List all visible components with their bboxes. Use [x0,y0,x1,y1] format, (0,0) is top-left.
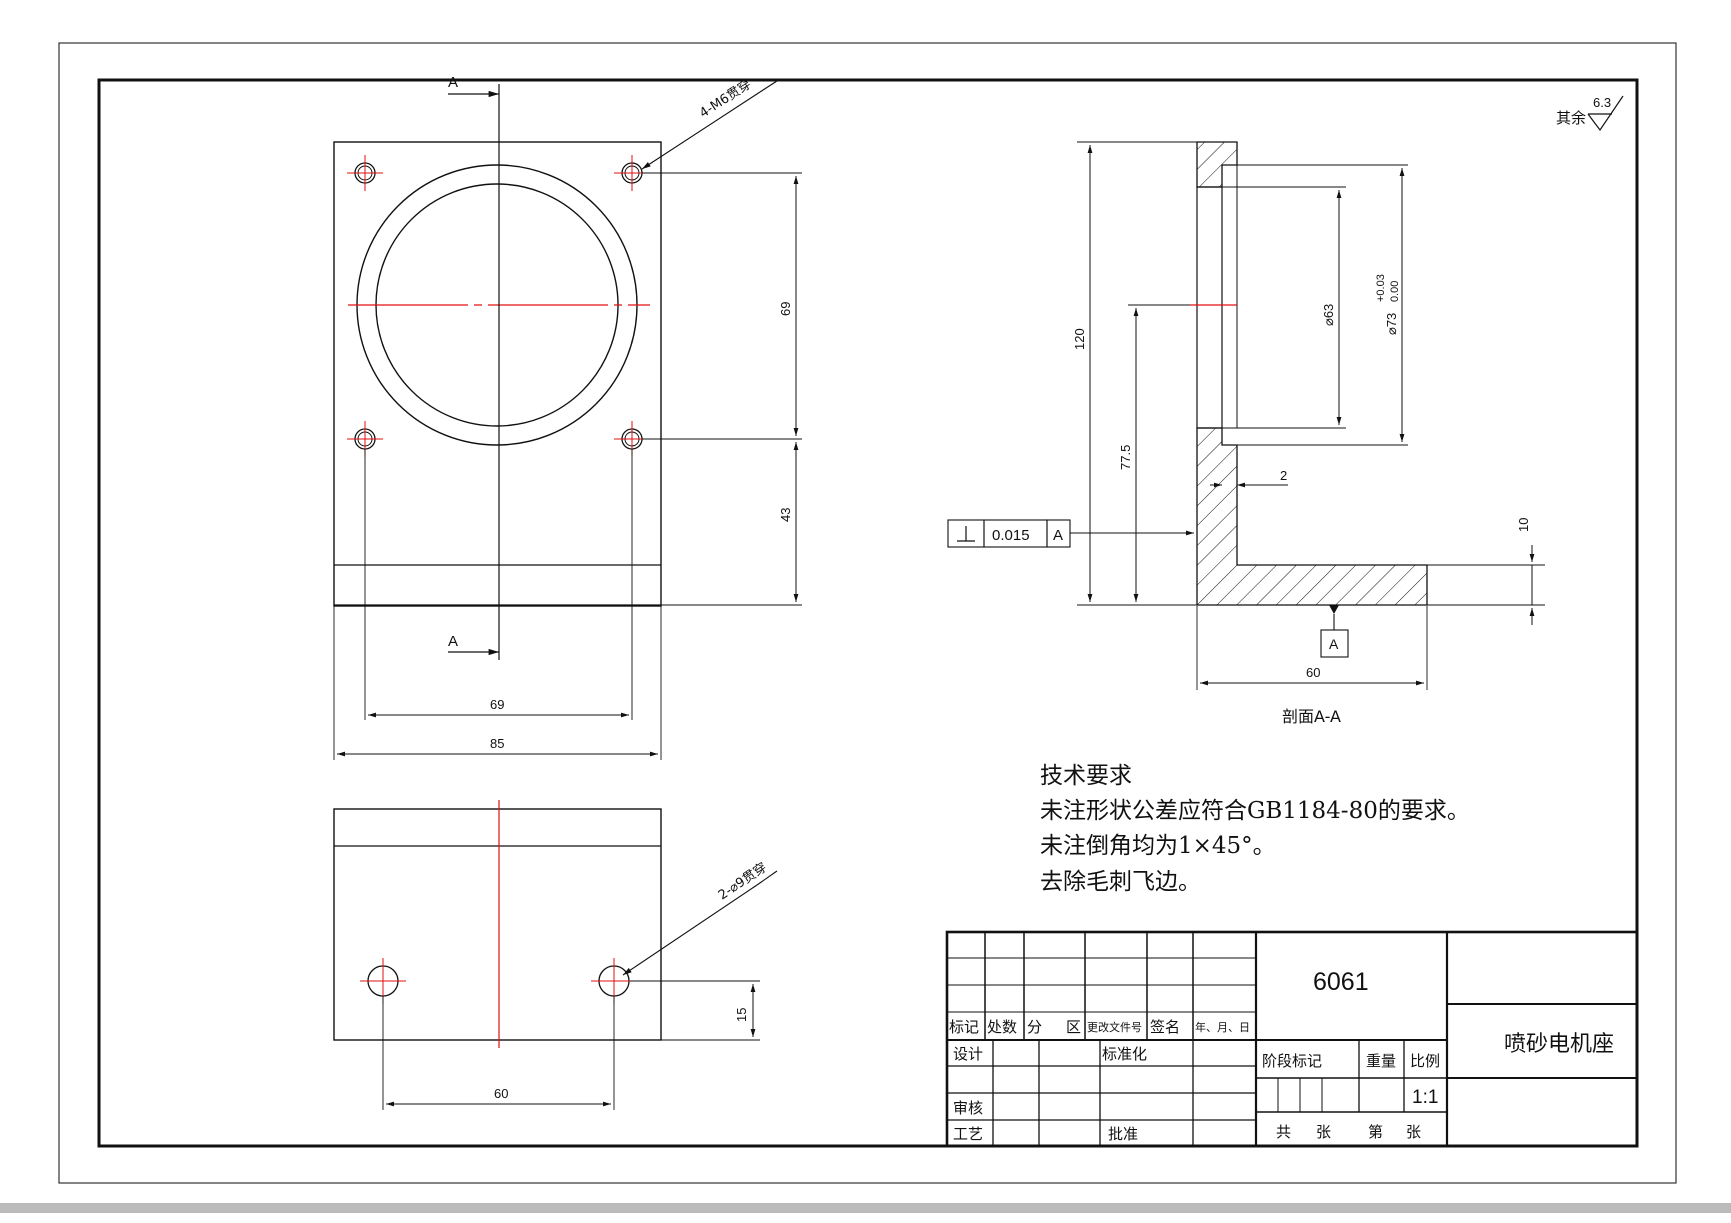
label-scale: 比例 [1410,1052,1440,1070]
tech-requirements: 技术要求 未注形状公差应符合GB1184-80的要求。 未注倒角均为1×45°。… [1040,763,1470,895]
hdr-zone-a: 分 [1027,1018,1042,1036]
label-sheets-2: 张 [1406,1123,1421,1141]
dim-center-height: 77.5 [1118,445,1133,470]
hdr-date: 年、月、日 [1195,1020,1250,1034]
hdr-mark: 标记 [949,1018,979,1036]
dim-outer-dia: ⌀73 [1384,313,1399,335]
roughness-symbol-icon [1587,95,1624,132]
surface-note-label: 其余 [1556,109,1586,127]
label-sheets: 张 [1316,1123,1331,1141]
tolerance-value: 0.015 [992,527,1030,544]
dim-wall: 2 [1280,468,1287,483]
label-standard: 标准化 [1102,1045,1147,1063]
dim-lower-v: 43 [778,508,793,522]
tech-line-1: 未注形状公差应符合GB1184-80的要求。 [1040,798,1470,824]
surface-roughness-note: 其余 6.3 [1556,95,1624,132]
bottom-body-outline [333,808,662,1041]
front-body-outline [333,141,662,607]
surface-roughness-value: 6.3 [1593,95,1611,110]
datum-box [1320,629,1349,658]
dim-hole-spacing-v: 69 [778,302,793,316]
dim-width: 85 [490,736,504,751]
hdr-doc: 更改文件号 [1087,1020,1142,1034]
hdr-zone-b: 区 [1066,1018,1081,1036]
scale-value: 1:1 [1412,1087,1438,1108]
mounting-hole [347,155,383,191]
title-block-text: 6061 喷砂电机座 标记 处数 分 区 更改文件号 签名 年、月、日 设计 标… [949,968,1614,1143]
tech-line-2: 未注倒角均为1×45°。 [1040,833,1276,859]
tolerance-datum: A [1053,527,1063,544]
label-weight: 重量 [1366,1052,1396,1070]
hdr-sign: 签名 [1150,1018,1180,1036]
tech-title: 技术要求 [1040,763,1132,789]
dim-hole-spacing-h: 69 [490,697,504,712]
label-review: 审核 [953,1099,983,1117]
dim-outer-dia-upper-tol: +0.03 [1375,274,1387,302]
dim-height: 120 [1072,328,1087,350]
drawing-frame [97,78,1639,1148]
dim-base-length: 60 [1306,665,1320,680]
tech-line-3: 去除毛刺飞边。 [1040,869,1201,895]
label-process: 工艺 [953,1125,983,1143]
section-hatch-lower [1196,427,1428,606]
outer-border [58,42,1677,1184]
dim-outer-dia-lower-tol: 0.00 [1389,281,1401,302]
label-sheet-no: 第 [1368,1123,1383,1141]
perpendicularity-icon [957,526,975,542]
dim-base-thickness: 10 [1516,518,1531,532]
datum-letter: A [1329,636,1339,652]
section-mark-top: A [448,74,458,91]
hdr-count: 处数 [987,1018,1017,1036]
title-block [945,930,1639,1148]
label-total: 共 [1276,1123,1291,1141]
perpendicularity-frame: 0.015 A [947,519,1194,548]
label-design: 设计 [953,1045,983,1063]
part-name: 喷砂电机座 [1504,1032,1614,1057]
section-mark-bottom: A [448,633,458,650]
section-view: 120 77.5 ⌀63 ⌀73 +0.03 0.00 2 10 60 A [947,141,1545,726]
material: 6061 [1313,968,1369,996]
label-stage: 阶段标记 [1262,1052,1322,1070]
dim-hole-spacing-bottom: 60 [494,1086,508,1101]
label-approve: 批准 [1108,1125,1138,1143]
dim-inner-dia: ⌀63 [1321,304,1336,326]
section-title: 剖面A-A [1282,707,1341,726]
dim-hole-height: 15 [734,1008,749,1022]
